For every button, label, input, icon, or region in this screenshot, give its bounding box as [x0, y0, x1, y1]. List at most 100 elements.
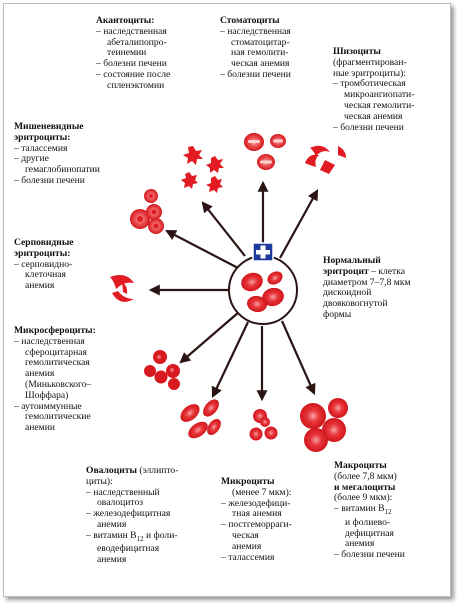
ovalocytes-subtitle: (эллипто-	[139, 465, 179, 476]
acanthocytes-item: болезни печени	[96, 58, 208, 70]
normal-erythrocyte-text: диаметром 7–7,8 мкм	[323, 276, 411, 288]
ovalocytes-block: Овалоциты (эллипто- циты): наследственны…	[86, 465, 214, 566]
stomatocyte-cells	[244, 133, 286, 170]
macrocytes-block: Макроциты (более 7,8 мкм) и мегалоциты (…	[334, 460, 446, 561]
center-circle	[228, 255, 298, 325]
normal-erythrocyte-text: дискоидной	[323, 287, 372, 299]
macrocytes-item: анемия	[345, 538, 375, 550]
stomatocytes-item: ная гемолити-	[231, 47, 289, 59]
stomatocytes-item: стоматоцитар-	[231, 36, 290, 48]
schizocytes-item: болезни печени	[333, 122, 445, 134]
normal-erythrocyte-text: формы	[323, 308, 352, 320]
microspherocytes-item: наследственная	[14, 336, 132, 348]
microcytes-item: ческая	[232, 529, 259, 541]
schizocytes-item: ческая гемолити-	[344, 99, 415, 111]
ovalocytes-item: еводефицитная	[97, 543, 160, 555]
microspherocytes-block: Микросфероциты: наследственная сфероцита…	[14, 325, 132, 434]
macrocytes-vitamin: витамин B	[341, 503, 385, 515]
macrocytes-subtitle: (более 9 мкм):	[334, 492, 393, 504]
microcytes-item: постгеморраги-	[221, 519, 325, 531]
stomatocytes-block: Стоматоциты наследственная стоматоцитар-…	[220, 15, 320, 81]
arrow-schizocytes	[279, 189, 319, 259]
microcytes-item: тная анемия	[232, 508, 282, 520]
target-cells	[130, 189, 164, 234]
normal-erythrocyte-block: Нормальный эритроцит – клетка диаметром …	[323, 255, 449, 321]
ovalocytes-vitamin: витамин B	[93, 529, 137, 541]
sickle-cells-item: клеточная	[25, 269, 66, 281]
target-cells-item: гемаглобинопатии	[25, 164, 100, 176]
microspherocytes-item: гемолитические	[25, 411, 91, 423]
ovalocytes-item: витамин B12 и фоли-	[86, 529, 214, 545]
stomatocytes-item: ческая анемия	[231, 58, 290, 70]
stomatocytes-title: Стоматоциты	[220, 15, 280, 26]
target-cells-item: болезни печени	[14, 175, 126, 187]
schizocytes-item: микроангиопати-	[344, 89, 415, 101]
schizocytes-subtitle: ные эритроциты):	[333, 67, 406, 79]
target-cells-title: эритроциты:	[14, 131, 71, 143]
normal-erythrocyte-text: двояковогнутой	[323, 298, 388, 310]
microspherocyte-cells	[144, 350, 180, 390]
acanthocytes-item: наследственная абеталипопро-	[96, 26, 208, 49]
microcytes-item: железодефици-	[221, 498, 325, 510]
white-cross-on-blue-icon	[252, 242, 274, 262]
microspherocytes-title: Микросфероциты:	[14, 325, 96, 336]
sickle-cells-item: серповидно-	[14, 259, 114, 271]
arrow-microspherocytes	[179, 311, 240, 364]
sickle-cells	[110, 275, 134, 302]
microspherocytes-item: анемии	[25, 422, 55, 434]
target-cells-item: другие	[14, 154, 126, 165]
schizocytes-item: тромботическая	[333, 79, 445, 90]
schizocytes-block: Шизоциты (фрагментирован- ные эритроциты…	[333, 46, 445, 134]
microspherocytes-item: Шоффара)	[25, 389, 69, 401]
normal-erythrocyte-text: – клетка	[371, 265, 406, 277]
sickle-cells-title: Серповидные	[14, 237, 74, 248]
ovalocytes-item: овалоцитоз	[97, 497, 144, 509]
ovalocytes-item: наследственный	[86, 487, 214, 499]
normal-erythrocyte-title: эритроцит	[323, 265, 369, 277]
ovalocytes-item: железодефицитная	[86, 508, 214, 520]
target-cells-item: талассемия	[14, 143, 126, 155]
ovalocytes-title: Овалоциты	[86, 465, 137, 476]
arrow-acanthocytes	[201, 201, 246, 257]
ovalocytes-vitamin-sub: 12	[136, 534, 144, 543]
macrocytes-item: витамин B12	[334, 503, 446, 518]
schizocytes-subtitle: (фрагментирован-	[333, 56, 407, 68]
macrocytes-subtitle: (более 7,8 мкм)	[334, 470, 397, 482]
acanthocytes-title: Акантоциты:	[96, 15, 155, 26]
ovalocyte-cells	[180, 399, 221, 439]
stomatocytes-item: болезни печени	[220, 69, 320, 81]
microspherocytes-item: сфероцитарная	[25, 346, 87, 358]
ovalocytes-vitamin-rest: и фоли-	[145, 529, 178, 541]
arrow-ovalocytes	[211, 321, 249, 398]
arrow-target-cells	[165, 229, 239, 269]
target-cells-title: Мишеневидные	[14, 121, 84, 132]
normal-erythrocyte-title: Нормальный	[323, 255, 381, 266]
macrocytes-item: болезни печени	[334, 549, 446, 561]
schizocytes-title: Шизоциты	[333, 46, 381, 57]
schizocytes-item: ческая анемия	[344, 110, 403, 122]
macrocytes-title: Макроциты	[334, 460, 387, 471]
microcytes-block: Микроциты (менее 7 мкм): железодефици- т…	[221, 476, 325, 564]
microcyte-cells	[249, 409, 278, 441]
microspherocytes-item: гемолитическая	[25, 357, 90, 369]
acanthocytes-item: теинемии	[107, 47, 147, 59]
sickle-cells-item: анемия	[25, 280, 55, 292]
microspherocytes-item: аутоиммунные	[14, 401, 132, 413]
acanthocytes-block: Акантоциты: наследственная абеталипопро-…	[96, 15, 208, 92]
macrocytes-item: и фолиево-	[345, 516, 391, 528]
acanthocyte-cells	[181, 146, 224, 193]
stomatocytes-item: наследственная	[220, 26, 320, 38]
target-cells-block: Мишеневидные эритроциты: талассемия друг…	[14, 121, 126, 187]
microcytes-title: Микроциты	[221, 476, 275, 487]
sickle-cells-title: эритроциты:	[14, 247, 71, 259]
acanthocytes-item: состояние после	[96, 69, 208, 81]
ovalocytes-item: анемия	[97, 554, 127, 566]
macrocyte-cells	[300, 398, 348, 452]
normal-erythrocyte-cells	[241, 271, 284, 313]
microcytes-subtitle: (менее 7 мкм):	[232, 486, 292, 498]
ovalocytes-item: анемия	[97, 518, 127, 530]
macrocytes-item: дефицитная	[345, 527, 394, 539]
microcytes-item: талассемия	[221, 552, 325, 564]
macrocytes-title: и мегалоциты	[334, 481, 396, 493]
